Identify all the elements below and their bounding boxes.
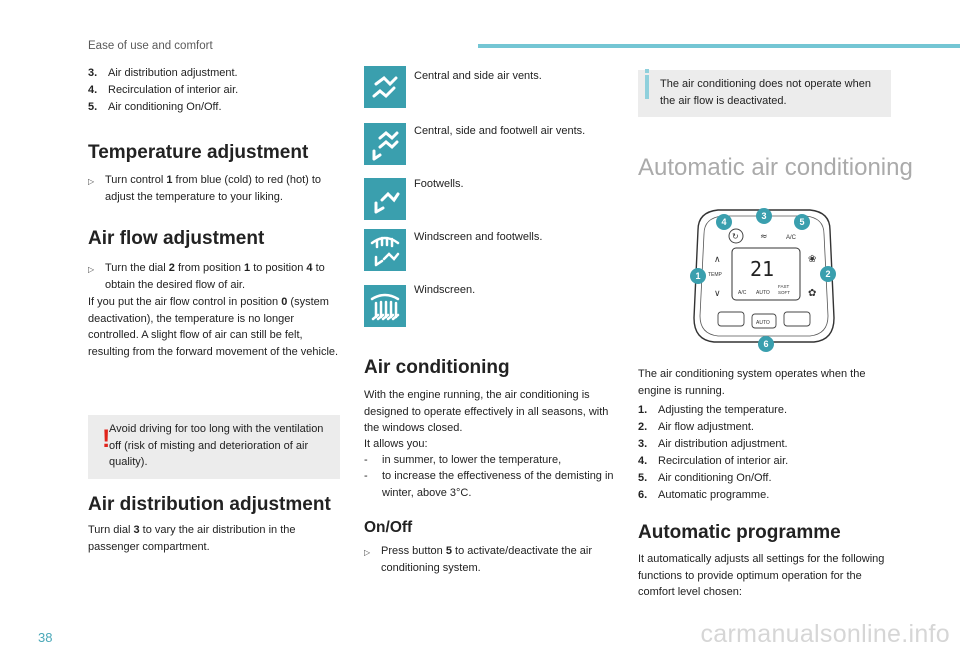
system-paragraph: The air conditioning system operates whe… <box>638 368 866 397</box>
svg-text:AUTO: AUTO <box>756 320 770 326</box>
callout-4: 4 <box>721 217 726 227</box>
callout-1: 1 <box>695 271 700 281</box>
svg-text:↻: ↻ <box>732 232 739 241</box>
callout-6: 6 <box>763 339 768 349</box>
info-box: The air conditioning does not operate wh… <box>638 69 891 117</box>
svg-text:A/C: A/C <box>738 290 747 296</box>
list-item: 5.Air conditioning On/Off. <box>88 101 222 113</box>
list-item: 4.Recirculation of interior air. <box>88 84 239 96</box>
air-distribution-heading: Air distribution adjustment <box>88 494 331 515</box>
watermark: carmanualsonline.info <box>700 620 950 648</box>
svg-text:AUTO: AUTO <box>756 290 770 296</box>
svg-text:❀: ❀ <box>808 254 816 265</box>
arrow-bullet-icon: ▷ <box>88 177 95 186</box>
control-panel-diagram: ↻ ≈ A/C ∧ TEMP ∨ ❀ ✿ 21 A/C AUTO FAST SO… <box>678 200 850 360</box>
svg-text:SOFT: SOFT <box>778 290 790 295</box>
page-number: 38 <box>38 630 53 645</box>
svg-text:≈: ≈ <box>760 232 768 242</box>
temperature-heading: Temperature adjustment <box>88 142 309 163</box>
mode-label: Windscreen and footwells. <box>414 231 543 243</box>
callout-2: 2 <box>825 269 830 279</box>
on-off-heading: On/Off <box>364 519 413 536</box>
header-accent-bar <box>478 44 960 48</box>
svg-text:FAST: FAST <box>778 284 790 289</box>
windscreen-footwells-icon <box>364 229 406 271</box>
air-conditioning-heading: Air conditioning <box>364 357 510 378</box>
control-list: 1.Adjusting the temperature. 2.Air flow … <box>638 402 890 504</box>
panel-temp-label: TEMP <box>708 272 723 278</box>
info-text: The air conditioning does not operate wh… <box>660 78 871 107</box>
air-conditioning-paragraph: With the engine running, the air conditi… <box>364 389 609 434</box>
info-icon <box>645 69 649 99</box>
control-list: 3.Air distribution adjustment. 4.Recircu… <box>88 65 348 116</box>
dash-item: -in summer, to lower the temperature, <box>364 454 562 466</box>
automatic-ac-heading: Automatic air conditioning <box>638 154 913 181</box>
list-item: 5.Air conditioning On/Off. <box>638 472 772 484</box>
section-title: Ease of use and comfort <box>88 40 213 52</box>
air-flow-paragraph: If you put the air flow control in posit… <box>88 296 339 358</box>
list-item: 3.Air distribution adjustment. <box>638 438 788 450</box>
air-flow-instruction: ▷ Turn the dial 2 from position 1 to pos… <box>88 260 340 293</box>
automatic-programme-heading: Automatic programme <box>638 522 841 543</box>
mode-label: Windscreen. <box>414 284 476 296</box>
list-item: 1.Adjusting the temperature. <box>638 404 788 416</box>
dash-item: -to increase the effectiveness of the de… <box>364 470 614 499</box>
temperature-instruction: ▷ Turn control 1 from blue (cold) to red… <box>88 172 340 205</box>
arrow-bullet-icon: ▷ <box>364 548 371 557</box>
arrow-bullet-icon: ▷ <box>88 265 95 274</box>
footwells-icon <box>364 178 406 220</box>
mode-label: Central, side and footwell air vents. <box>414 125 586 137</box>
automatic-programme-paragraph: It automatically adjusts all settings fo… <box>638 553 885 598</box>
panel-ac-label: A/C <box>786 235 797 241</box>
list-item: 2.Air flow adjustment. <box>638 421 754 433</box>
central-side-vents-icon <box>364 66 406 108</box>
svg-text:∧: ∧ <box>714 255 721 265</box>
warning-icon: ! <box>102 425 111 453</box>
central-side-footwell-icon <box>364 123 406 165</box>
on-off-instruction: ▷ Press button 5 to activate/deactivate … <box>364 543 614 576</box>
warning-box: ! Avoid driving for too long with the ve… <box>88 415 340 479</box>
svg-text:✿: ✿ <box>808 288 816 299</box>
warning-text: Avoid driving for too long with the vent… <box>109 423 324 468</box>
allows-label: It allows you: <box>364 438 428 450</box>
air-distribution-paragraph: Turn dial 3 to vary the air distribution… <box>88 524 296 553</box>
mode-label: Footwells. <box>414 178 464 190</box>
windscreen-icon <box>364 285 406 327</box>
list-item: 4.Recirculation of interior air. <box>638 455 789 467</box>
panel-temp-readout: 21 <box>750 257 774 281</box>
list-item: 3.Air distribution adjustment. <box>88 67 238 79</box>
air-flow-heading: Air flow adjustment <box>88 228 265 249</box>
callout-3: 3 <box>761 211 766 221</box>
list-item: 6.Automatic programme. <box>638 489 770 501</box>
mode-label: Central and side air vents. <box>414 70 542 82</box>
svg-text:∨: ∨ <box>714 289 721 299</box>
callout-5: 5 <box>799 217 804 227</box>
